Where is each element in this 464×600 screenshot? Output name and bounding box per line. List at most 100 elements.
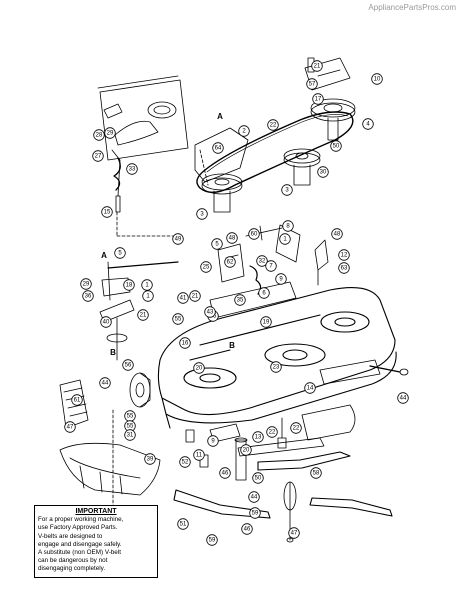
gauge-wheel (129, 372, 151, 408)
callout-circle (104, 127, 116, 139)
spindle-pulley-center (283, 148, 321, 186)
callout-30: 30 (317, 166, 329, 178)
callout-20: 20 (240, 444, 252, 456)
callout-60: 60 (248, 228, 260, 240)
inset-detail-view (97, 75, 189, 213)
callout-18: 18 (123, 279, 135, 291)
notice-line: A substitute (non OEM) V-belt (38, 549, 121, 557)
callout-21: 21 (189, 290, 201, 302)
notice-line: disengaging completely. (38, 565, 106, 573)
callout-label: 49 (175, 236, 182, 242)
callout-6: 6 (258, 287, 270, 299)
callout-label: 22 (269, 429, 276, 435)
callout-22: 22 (267, 119, 279, 131)
notice-line: can be dangerous by not (38, 557, 108, 565)
callout-circle (211, 238, 223, 250)
notice-line: V-belts are designed to (38, 532, 103, 540)
callout-circle (371, 73, 383, 85)
callout-label: 55 (127, 413, 134, 419)
callout-47: 47 (64, 421, 76, 433)
watermark: AppliancePartsPros.com (368, 3, 456, 12)
callout-59: 59 (206, 534, 218, 546)
callout-circle (82, 290, 94, 302)
callout-44: 44 (397, 392, 409, 404)
callout-3: 3 (196, 208, 208, 220)
callout-32: 32 (256, 255, 268, 267)
callout-40: 40 (100, 316, 112, 328)
callout-5: 5 (114, 247, 126, 259)
callout-22: 22 (266, 426, 278, 438)
callout-label: 4 (366, 121, 370, 127)
callout-29: 29 (80, 278, 92, 290)
callout-label: 22 (270, 122, 277, 128)
callout-10: 10 (371, 73, 383, 85)
callout-circle (260, 316, 272, 328)
callout-59: 59 (249, 507, 261, 519)
callout-bubbles: 2157171042642250333029331549815486032794… (64, 60, 409, 546)
callout-41: 41 (177, 292, 189, 304)
callout-label: 47 (291, 530, 298, 536)
callout-35: 35 (234, 294, 246, 306)
deck-stiffener (237, 437, 325, 457)
callout-circle (206, 534, 218, 546)
callout-circle (179, 456, 191, 468)
right-blade (309, 497, 393, 517)
callout-circle (252, 431, 264, 443)
callout-62: 62 (224, 256, 236, 268)
callout-label: 2 (242, 128, 246, 134)
callout-28: 28 (93, 129, 105, 141)
notice-line: For a proper working machine, (38, 516, 124, 524)
callout-circle (226, 232, 238, 244)
callout-55: 55 (172, 313, 184, 325)
callout-29: 29 (104, 127, 116, 139)
callout-50: 50 (252, 472, 264, 484)
callout-55: 55 (124, 410, 136, 422)
callout-circle (177, 518, 189, 530)
callout-label: 64 (215, 145, 222, 151)
important-notice: IMPORTANT For a proper working machine, … (34, 505, 158, 578)
left-blade (173, 489, 271, 519)
callout-label: 35 (237, 297, 244, 303)
callout-label: 61 (74, 397, 81, 403)
callout-14: 14 (304, 382, 316, 394)
callout-11: 11 (193, 449, 205, 461)
callout-circle (248, 228, 260, 240)
callout-1: 1 (141, 279, 153, 291)
callout-label: 58 (313, 470, 320, 476)
rear-roller-bracket (319, 359, 409, 385)
callout-36: 36 (82, 290, 94, 302)
ref-letter-a-linkage: A (101, 251, 107, 260)
mower-deck-housing (157, 287, 397, 429)
callout-circle (142, 290, 154, 302)
callout-circle (189, 290, 201, 302)
callout-1: 1 (142, 290, 154, 302)
callout-50: 50 (330, 140, 342, 152)
deck-baffle (301, 404, 356, 441)
callout-label: 57 (309, 81, 316, 87)
callout-label: 59 (209, 537, 216, 543)
callout-label: 3 (285, 187, 289, 193)
callout-label: 14 (307, 385, 314, 391)
callout-label: 9 (279, 276, 283, 282)
ref-letter-b-linkage: B (110, 348, 116, 357)
callout-9: 9 (207, 435, 219, 447)
callout-label: 46 (244, 526, 251, 532)
callout-label: 50 (255, 475, 262, 481)
callout-63: 63 (338, 262, 350, 274)
callout-5: 5 (211, 238, 223, 250)
callout-16: 16 (179, 337, 191, 349)
callout-circle (141, 279, 153, 291)
callout-circle (122, 359, 134, 371)
callout-circle (306, 78, 318, 90)
notice-heading: IMPORTANT (75, 508, 117, 515)
ref-letter-a-top: A (217, 112, 223, 121)
callout-circle (310, 467, 322, 479)
callout-circle (397, 392, 409, 404)
callout-circle (177, 292, 189, 304)
callout-circle (338, 249, 350, 261)
belt-cover (194, 127, 249, 183)
callout-circle (249, 507, 261, 519)
callout-3: 3 (281, 184, 293, 196)
callout-label: 7 (269, 263, 273, 269)
callout-label: 21 (140, 312, 147, 318)
